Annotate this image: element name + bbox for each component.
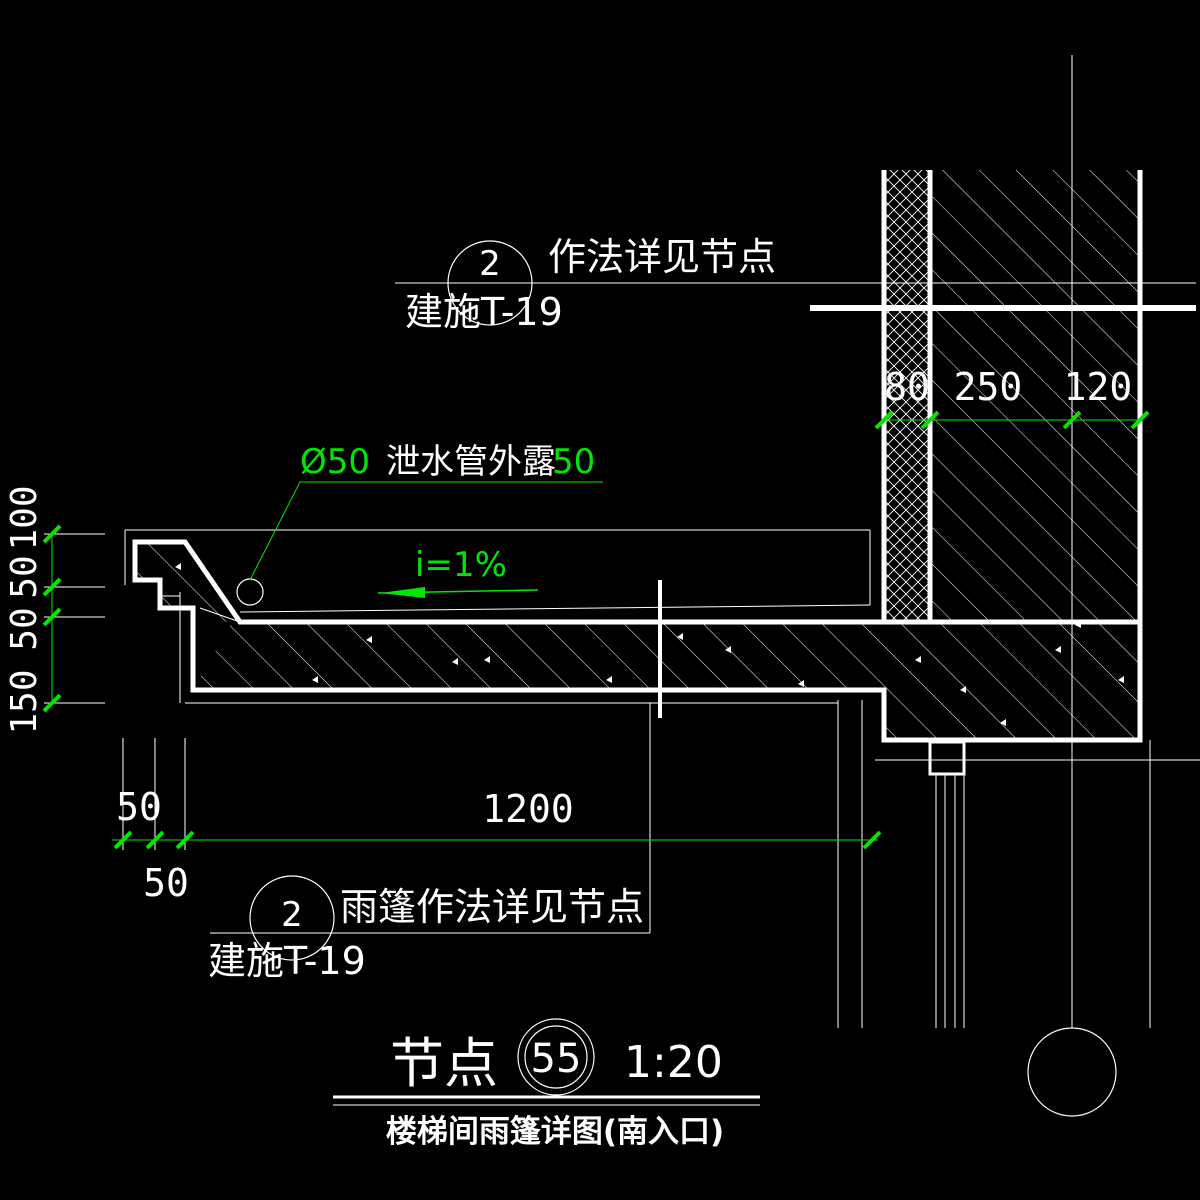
node-outer-circle bbox=[517, 1018, 595, 1096]
vertical-dimensions: 100 50 50 150 bbox=[4, 485, 105, 735]
node-inner-circle bbox=[524, 1025, 588, 1089]
node-number: 55 bbox=[531, 1036, 582, 1082]
callout-top: 2 作法详见节点 建施T-19 bbox=[395, 235, 1196, 334]
drawing-title: 楼梯间雨篷详图(南入口) bbox=[333, 1095, 760, 1150]
callout-top-number: 2 bbox=[479, 244, 501, 284]
node-label: 节点 55 1:20 bbox=[390, 1018, 723, 1096]
drain-diameter: Ø50 bbox=[300, 442, 370, 482]
dim-vertical-second: 50 bbox=[4, 555, 45, 598]
drain-exposed-length: 50 bbox=[552, 442, 595, 482]
beam-support bbox=[928, 740, 966, 776]
drawing-title-text: 楼梯间雨篷详图(南入口) bbox=[386, 1114, 724, 1150]
callout-bottom-sheet-ref: 建施T-19 bbox=[208, 939, 366, 983]
wall-section bbox=[810, 170, 1196, 622]
node-scale: 1:20 bbox=[624, 1037, 723, 1088]
callout-top-description: 作法详见节点 bbox=[548, 235, 776, 279]
dim-wall-insulation: 80 bbox=[884, 365, 930, 409]
aggregate-marks bbox=[175, 563, 1124, 726]
callout-bottom: 2 雨篷作法详见节点 建施T-19 bbox=[208, 875, 650, 983]
slope-arrow-icon bbox=[380, 587, 425, 598]
dim-horizontal-bottom: 50 bbox=[143, 861, 189, 905]
canopy-slab bbox=[132, 539, 1143, 1028]
horizontal-dimensions: 50 1200 50 bbox=[112, 738, 882, 905]
wall-dimensions: 80 250 120 bbox=[874, 365, 1150, 430]
dim-horizontal-left: 50 bbox=[116, 785, 162, 829]
callout-bottom-description: 雨篷作法详见节点 bbox=[340, 885, 644, 929]
drain-pipe: Ø50 泄水管外露 50 bbox=[236, 442, 603, 606]
callout-top-sheet-ref: 建施T-19 bbox=[405, 290, 563, 334]
dim-vertical-bottom: 150 bbox=[4, 669, 45, 734]
dim-vertical-third: 50 bbox=[4, 607, 45, 650]
grid-axis-bubble bbox=[1027, 1027, 1117, 1117]
node-prefix: 节点 bbox=[390, 1032, 498, 1095]
drain-note-text: 泄水管外露 bbox=[386, 442, 556, 482]
dim-vertical-top: 100 bbox=[4, 485, 45, 550]
dim-horizontal-span: 1200 bbox=[482, 787, 574, 831]
dim-wall-inner: 120 bbox=[1064, 365, 1133, 409]
callout-bottom-number: 2 bbox=[281, 895, 303, 935]
dim-wall-main: 250 bbox=[954, 365, 1023, 409]
drain-pipe-symbol bbox=[236, 578, 264, 606]
slope-indicator: i=1% bbox=[377, 545, 539, 598]
slope-note: i=1% bbox=[415, 545, 507, 585]
callout-bottom-circle bbox=[249, 875, 335, 961]
